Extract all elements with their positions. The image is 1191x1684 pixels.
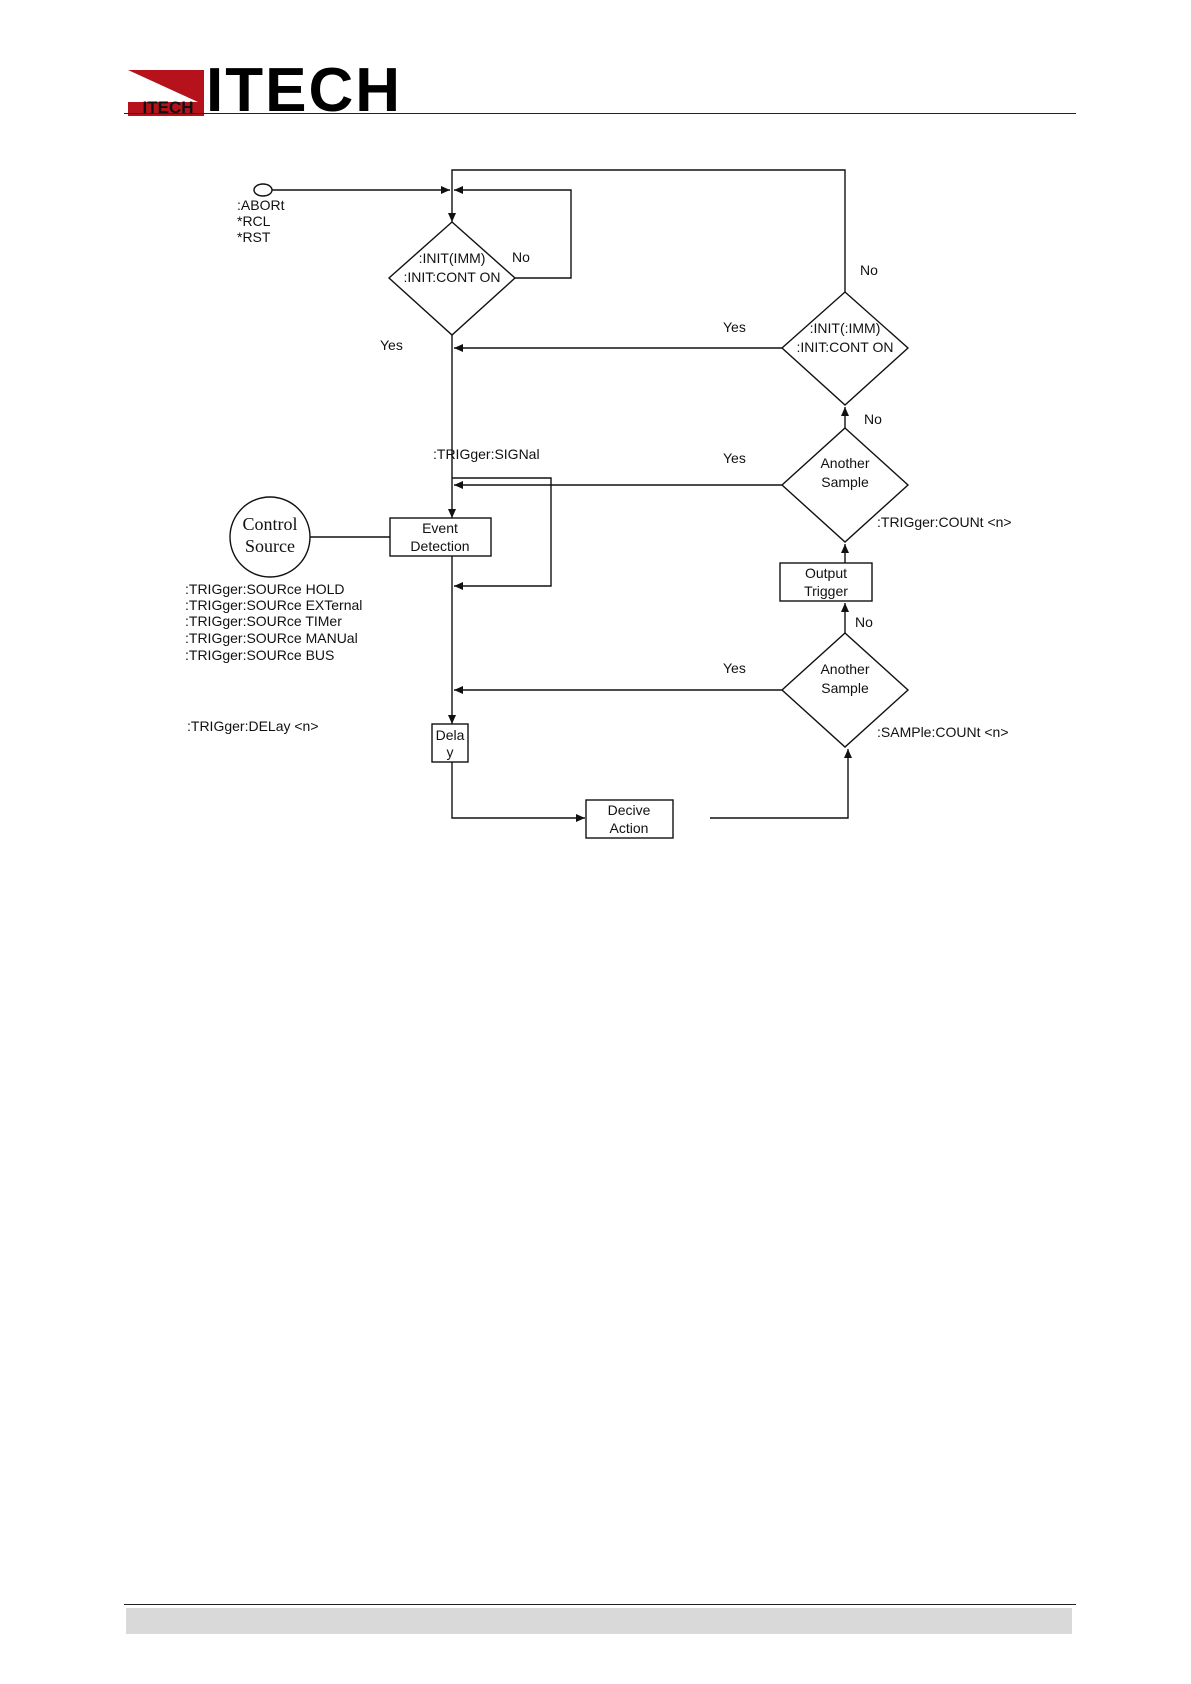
footer-bar (126, 1608, 1072, 1634)
device-action-line1: Decive (608, 802, 651, 818)
delay-line2: y (447, 744, 454, 760)
delay-box (431, 723, 469, 763)
init-right-line1: :INIT(:IMM) (810, 320, 881, 336)
start-command-rcl: *RCL (237, 213, 271, 229)
label-no-right-top: No (860, 262, 878, 278)
source-command-manual: :TRIGger:SOURce MANUal (185, 630, 358, 646)
device-action-line2: Action (610, 820, 649, 836)
start-terminal (253, 183, 273, 197)
itech-logo-badge: ITECH (128, 70, 204, 116)
label-yes-sample: Yes (723, 660, 746, 676)
control-source-line1: Control (242, 514, 297, 534)
header-rule (124, 113, 1076, 114)
label-no-sample: No (855, 614, 873, 630)
event-detection-line1: Event (422, 520, 458, 536)
delay-line1: Dela (436, 727, 465, 743)
output-trigger-line2: Trigger (804, 583, 848, 599)
decision-another-trigger (780, 427, 910, 543)
label-yes-trigger: Yes (723, 450, 746, 466)
label-no-trigger: No (864, 411, 882, 427)
event-detection-box (389, 517, 492, 557)
start-command-rst: *RST (237, 229, 271, 245)
init-right-line2: :INIT:CONT ON (797, 339, 894, 355)
control-source-line2: Source (245, 536, 295, 556)
label-no-top: No (512, 249, 530, 265)
logo-badge-text: ITECH (143, 98, 194, 116)
another-trigger-line2: Sample (821, 474, 869, 490)
sample-count-label: :SAMPle:COUNt <n> (877, 724, 1009, 740)
init-top-line1: :INIT(IMM) (419, 250, 486, 266)
decision-another-sample (780, 632, 910, 748)
device-action-box (585, 799, 674, 839)
source-command-bus: :TRIGger:SOURce BUS (185, 647, 334, 663)
source-command-external: :TRIGger:SOURce EXTernal (185, 597, 362, 613)
init-top-line2: :INIT:CONT ON (404, 269, 501, 285)
source-command-hold: :TRIGger:SOURce HOLD (185, 581, 344, 597)
decision-init-right (780, 291, 910, 406)
label-yes-top: Yes (380, 337, 403, 353)
another-trigger-line1: Another (820, 455, 869, 471)
start-command-abort: :ABORt (237, 197, 285, 213)
another-sample-line1: Another (820, 661, 869, 677)
output-trigger-line1: Output (805, 565, 847, 581)
footer-rule (124, 1604, 1076, 1605)
label-yes-right: Yes (723, 319, 746, 335)
trigger-delay-label: :TRIGger:DELay <n> (187, 718, 319, 734)
source-command-timer: :TRIGger:SOURce TIMer (185, 613, 342, 629)
output-trigger-box (779, 562, 873, 602)
event-detection-line2: Detection (410, 538, 469, 554)
another-sample-line2: Sample (821, 680, 869, 696)
trigger-signal-label: :TRIGger:SIGNal (433, 446, 540, 462)
trigger-count-label: :TRIGger:COUNt <n> (877, 514, 1012, 530)
